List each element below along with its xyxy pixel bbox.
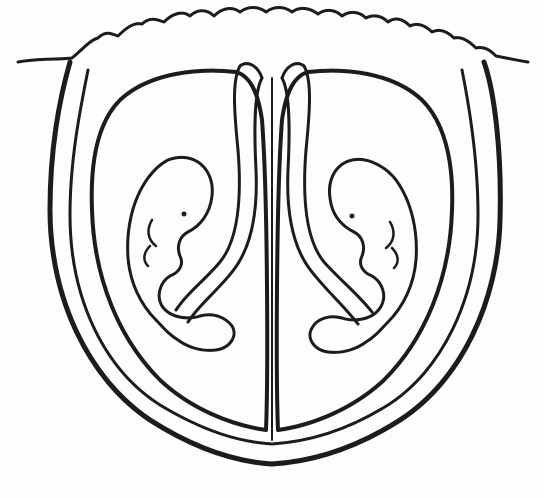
embryo-right — [310, 159, 416, 352]
embryo-right-arm — [386, 222, 398, 268]
umbilical-cord-right-inner — [282, 78, 358, 324]
embryo-left-eye — [182, 212, 187, 217]
embryo-right-eye — [350, 214, 355, 219]
decidua-wavy-edge — [18, 8, 528, 63]
embryo-left-arm — [144, 220, 156, 266]
embryo-left — [128, 157, 234, 350]
